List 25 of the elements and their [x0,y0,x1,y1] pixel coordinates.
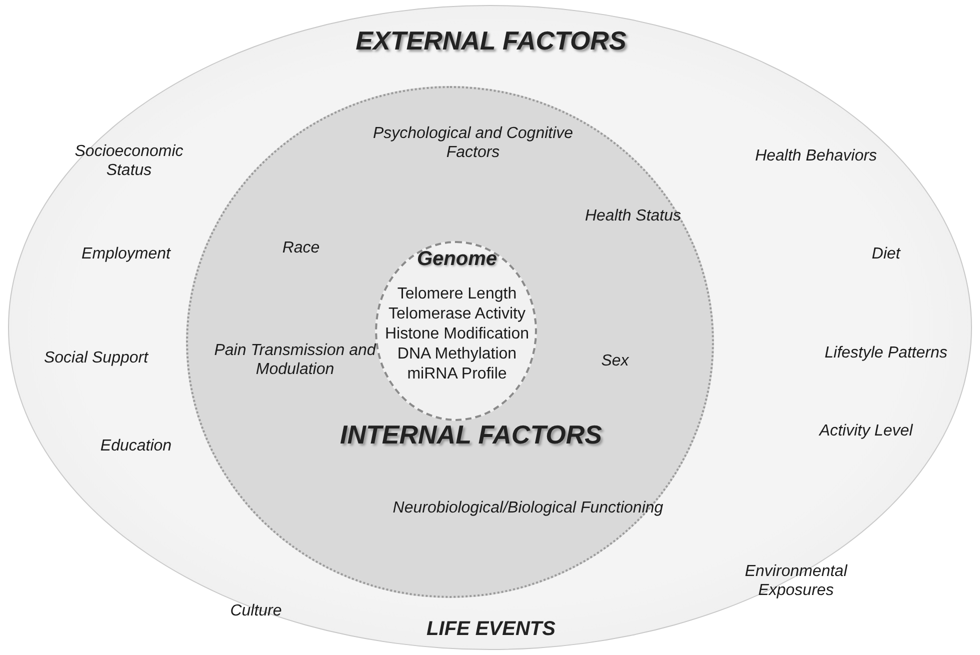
factor-label: DNA Methylation [396,344,518,364]
factor-label: Social Support [42,348,150,368]
factor-label: Health Status [584,206,682,226]
factor-label: Health Behaviors [754,146,878,166]
factor-label: miRNA Profile [406,364,508,384]
heading: Genome [416,247,498,271]
factor-label: Race [281,238,321,258]
factor-label: Sex [600,351,630,371]
factor-label: Telomerase Activity [388,304,526,324]
factor-label: Environmental Exposures [744,562,848,600]
factor-label: Histone Modification [384,324,530,344]
heading: LIFE EVENTS [426,617,556,641]
factor-label: Lifestyle Patterns [824,343,948,363]
factor-label: Employment [80,244,172,264]
factor-label: Psychological and Cognitive Factors [372,124,574,162]
factor-label: Pain Transmission and Modulation [213,340,377,380]
factor-label: Socioeconomic Status [74,142,184,180]
factor-label: Activity Level [818,421,914,441]
factor-label: Diet [870,244,902,264]
factor-label: Neurobiological/Biological Functioning [392,498,664,518]
heading: EXTERNAL FACTORS [354,25,628,57]
factor-label: Telomere Length [396,284,518,304]
heading: INTERNAL FACTORS [339,419,603,451]
factor-label: Education [99,436,173,456]
factor-label: Culture [229,601,283,621]
